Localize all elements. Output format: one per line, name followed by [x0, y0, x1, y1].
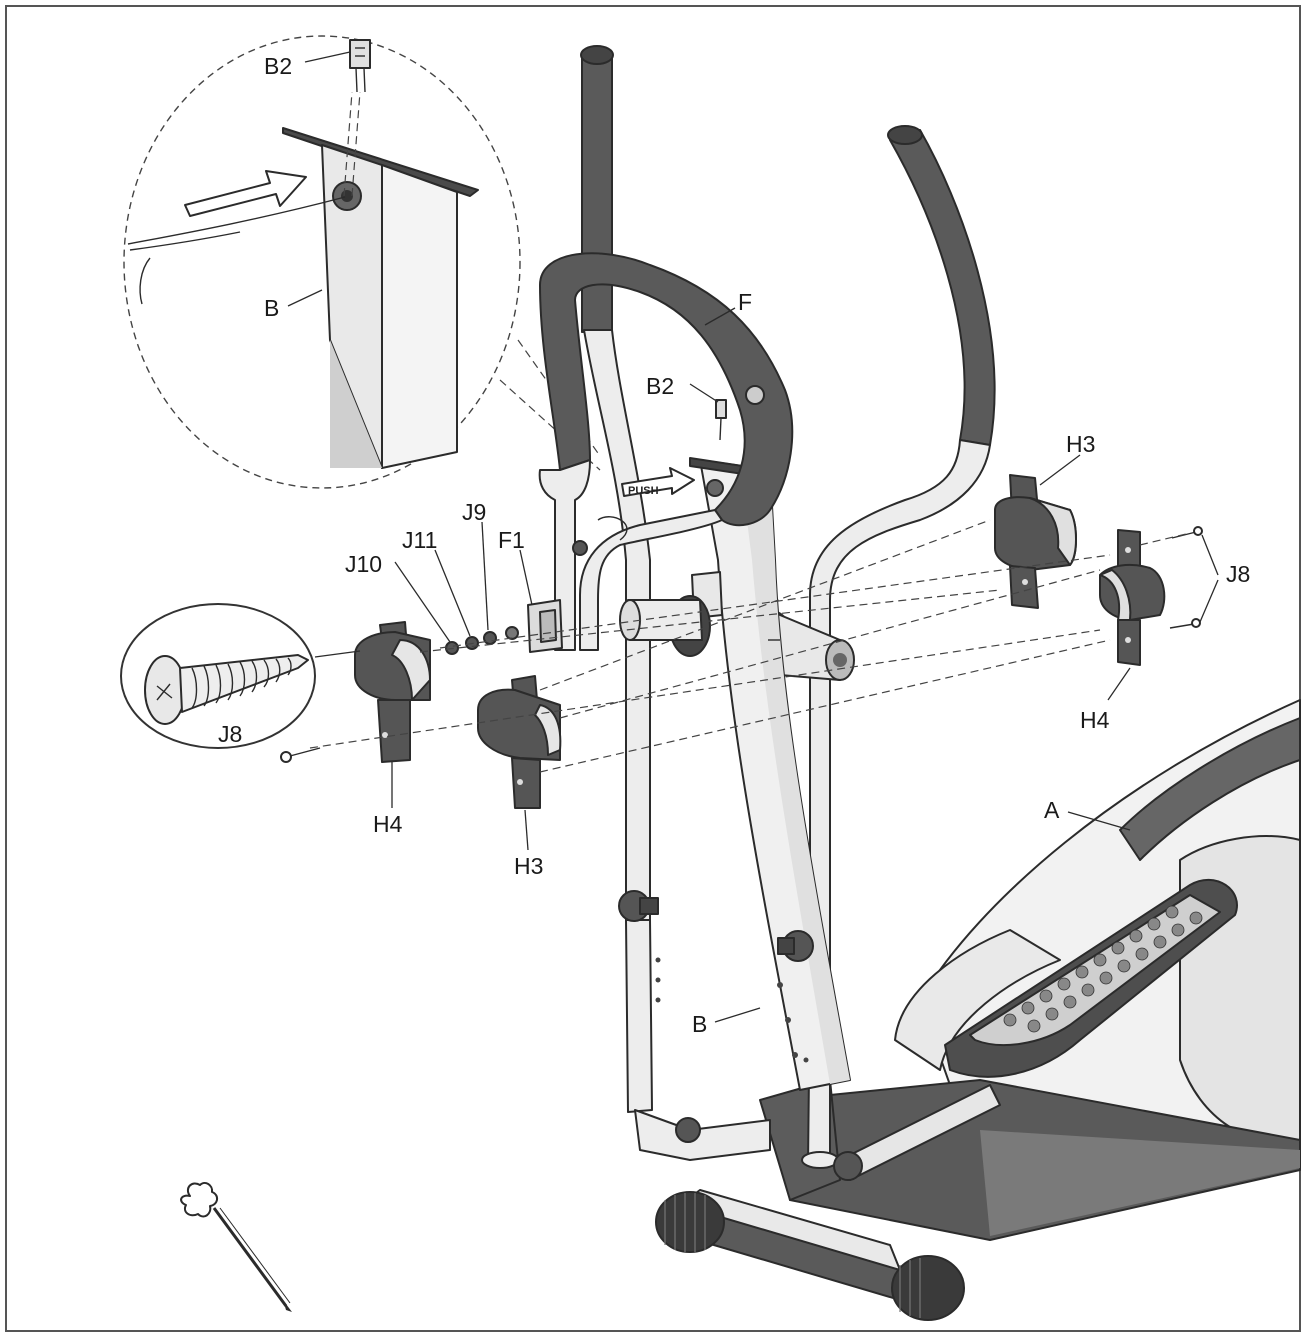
left-handle-grip	[581, 54, 613, 333]
label-cap-h4-left: H4	[373, 811, 403, 837]
label-cap-h3-left: H3	[514, 853, 543, 879]
label-frame-a: A	[1044, 797, 1060, 823]
screw-detail-label: J8	[218, 721, 242, 747]
right-handle-tube	[809, 439, 991, 981]
label-cap-h4-right: H4	[1080, 707, 1110, 733]
inset-cable	[127, 196, 346, 245]
label-cap-h3-right: H3	[1066, 431, 1095, 457]
bracket-f1	[527, 599, 563, 653]
washers	[445, 626, 519, 655]
label-handlebar-f: F	[738, 289, 752, 315]
label-upright-b: B	[692, 1011, 707, 1037]
inset-connector	[349, 39, 371, 69]
inset-push-arrow	[184, 170, 307, 217]
label-washer-j11: J11	[402, 527, 437, 553]
part-labels: F B2 H3 J8 H4 A B J10 J11 J9 F1 H4 H3	[345, 289, 1250, 1037]
cap-h4-left	[354, 621, 431, 763]
push-arrow	[621, 467, 695, 497]
frame-a-rail	[1119, 717, 1301, 861]
inset-label-b2: B2	[264, 53, 292, 79]
inset-label-b: B	[264, 295, 279, 321]
page-border	[5, 5, 1301, 1332]
cap-h3-right	[994, 474, 1077, 609]
inset-detail: B2 B	[123, 35, 601, 489]
screw-detail: J8	[120, 603, 361, 749]
assembly-lines	[309, 519, 1191, 773]
left-cross-tubes	[619, 599, 780, 641]
left-moving-handle	[580, 45, 771, 1161]
cap-h4-right	[1099, 529, 1166, 666]
inset-top-plate	[282, 127, 479, 197]
handlebar-loop: PUSH	[538, 252, 794, 651]
leader-lines	[391, 307, 1219, 1023]
inset-circle	[123, 35, 521, 489]
cap-h3-left	[477, 675, 562, 809]
inset-tube-side	[381, 164, 458, 469]
label-screws-j8: J8	[1226, 561, 1250, 587]
front-wheel-left	[655, 1191, 725, 1253]
label-washer-j10: J10	[345, 551, 382, 577]
pedal-arm	[894, 929, 1061, 1071]
cross-wrench-icon	[180, 1182, 292, 1312]
pedal-grip-dots	[1003, 905, 1203, 1033]
label-washer-j9: J9	[462, 499, 486, 525]
screw-j8-left	[280, 747, 321, 763]
right-handle-grip	[889, 129, 996, 446]
handlebar-grip	[539, 252, 794, 527]
push-sticker: PUSH	[628, 485, 659, 497]
label-bracket-f1: F1	[498, 527, 525, 553]
screws-j8-right	[1169, 526, 1203, 629]
main-frame-body	[655, 699, 1301, 1321]
front-wheel-right	[891, 1255, 965, 1321]
label-cable-b2: B2	[646, 373, 674, 399]
